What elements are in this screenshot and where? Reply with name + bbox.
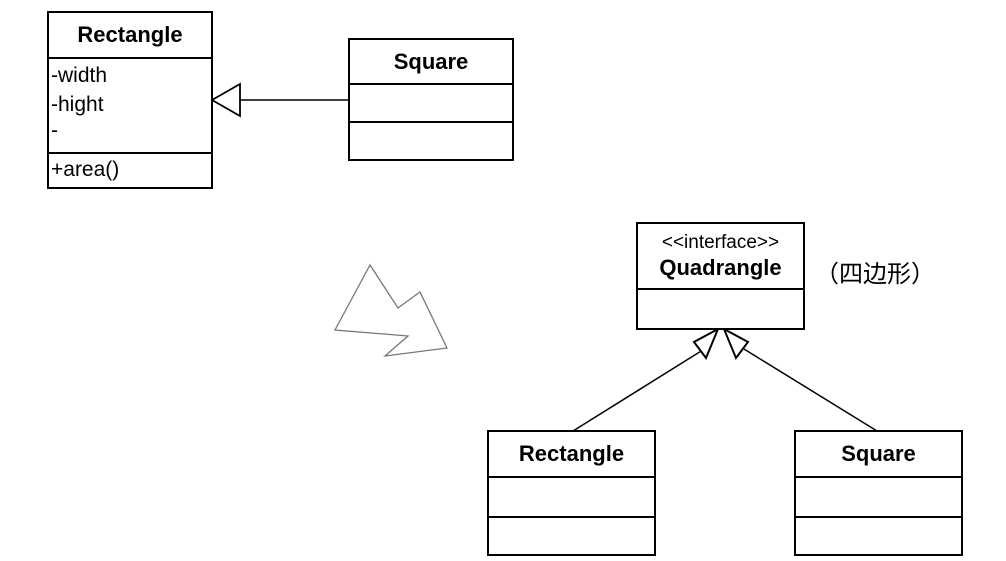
operations-section: +area()	[49, 154, 211, 187]
interface-name: Quadrangle	[659, 255, 782, 280]
operations-section	[489, 518, 654, 554]
attributes-section	[796, 478, 961, 518]
attribute-width: -width	[51, 64, 108, 87]
class-name: Square	[796, 432, 961, 478]
operation-area: +area()	[51, 158, 120, 181]
interface-body	[638, 290, 803, 328]
class-square-before[interactable]: Square	[348, 38, 514, 161]
class-rectangle-before[interactable]: Rectangle -width -hight - +area()	[47, 11, 213, 189]
operations-section	[350, 123, 512, 159]
realization-arrowhead-rectangle	[692, 326, 721, 361]
attribute-hight: -hight	[51, 93, 104, 116]
attribute-empty: -	[51, 119, 58, 142]
interface-header: <<interface>> Quadrangle	[638, 224, 803, 290]
attributes-section	[350, 85, 512, 123]
refactor-arrow-icon	[333, 263, 448, 357]
interface-quadrangle[interactable]: <<interface>> Quadrangle	[636, 222, 805, 330]
generalization-arrowhead	[210, 82, 241, 118]
attributes-section	[489, 478, 654, 518]
realization-line-rectangle	[572, 347, 707, 432]
realization-line-square	[743, 348, 878, 432]
attributes-section: -width -hight -	[49, 59, 211, 154]
class-name: Square	[350, 40, 512, 85]
class-rectangle-after[interactable]: Rectangle	[487, 430, 656, 556]
class-square-after[interactable]: Square	[794, 430, 963, 556]
operations-section	[796, 518, 961, 554]
interface-note: （四边形）	[815, 260, 935, 288]
realization-arrowhead-square	[721, 326, 750, 361]
stereotype-label: <<interface>>	[661, 232, 780, 253]
class-name: Rectangle	[49, 13, 211, 59]
class-name: Rectangle	[489, 432, 654, 478]
